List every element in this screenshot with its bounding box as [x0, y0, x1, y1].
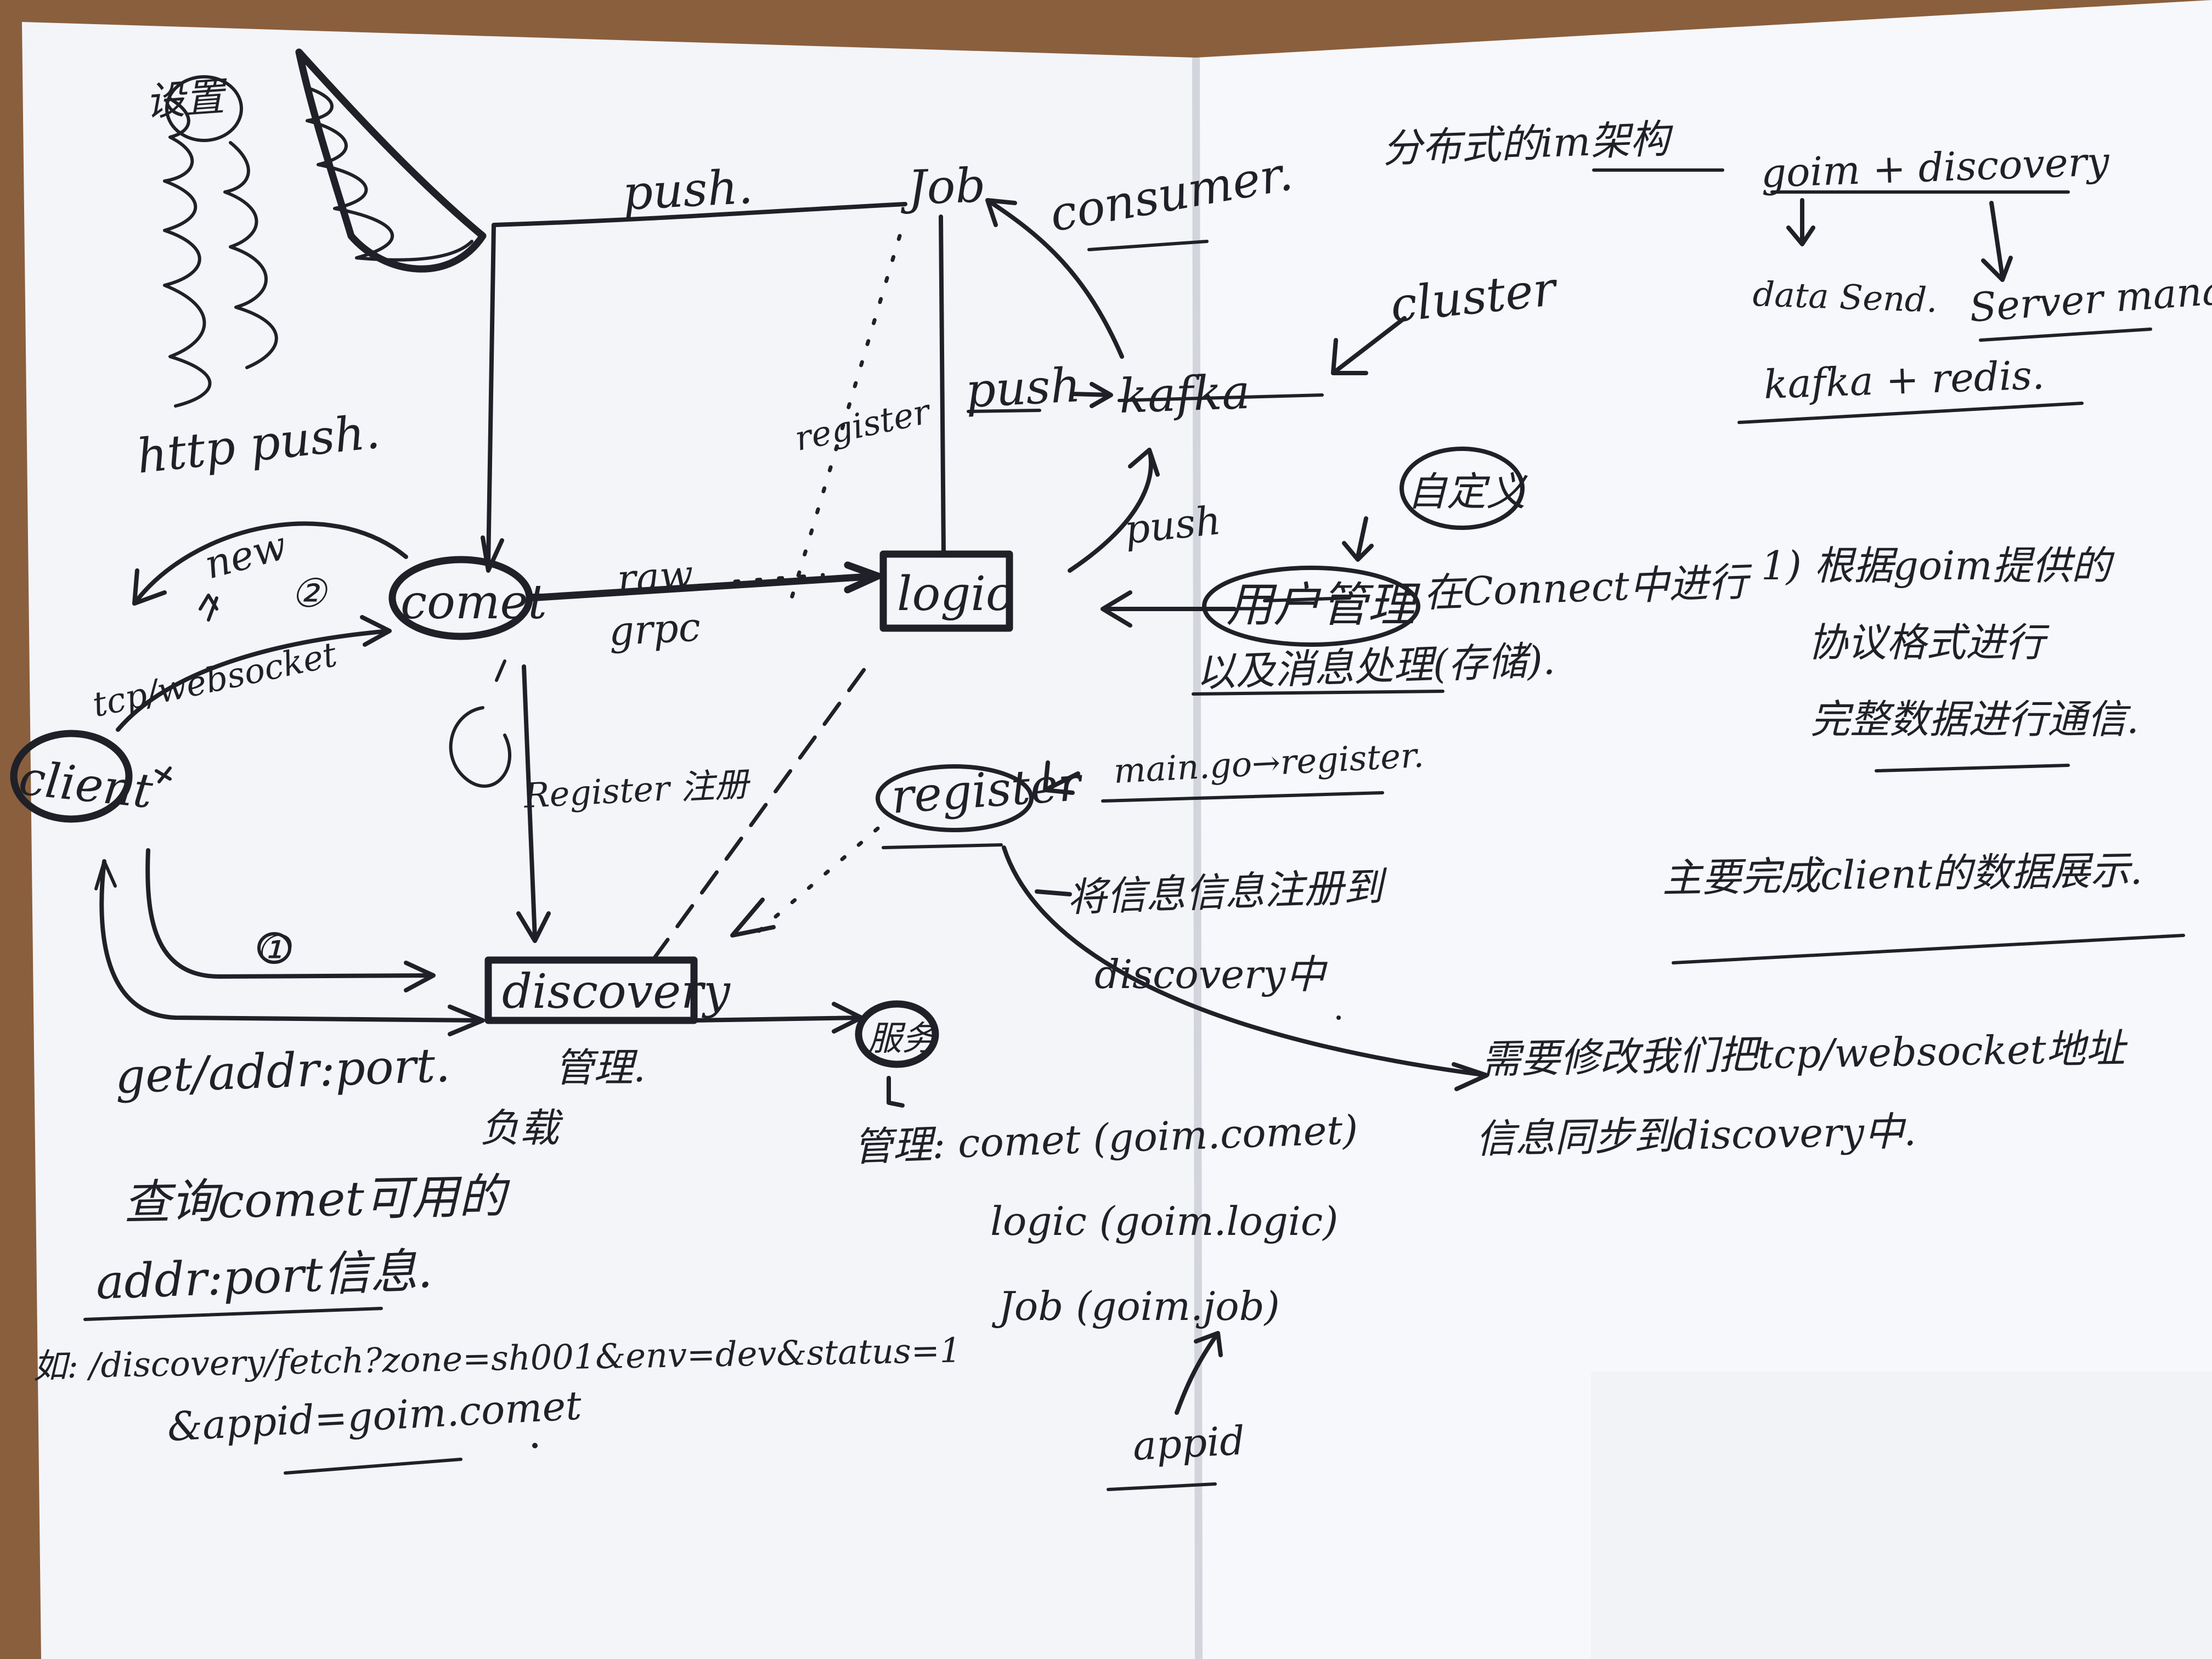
register-node-label: register	[889, 757, 1082, 825]
paper-left-page	[22, 22, 1199, 1659]
mgmt-job-label: Job (goim.job)	[998, 1283, 1280, 1329]
discovery-logic-dashed	[651, 656, 874, 962]
comet-discovery-line	[516, 664, 551, 943]
tcp-arrow	[116, 615, 392, 732]
data-send-label: data Send.	[1752, 274, 1938, 320]
mgmt-logic-label: logic (goim.logic)	[990, 1198, 1339, 1244]
register-circle	[876, 764, 1034, 832]
register-info-label-2: discovery中	[1094, 951, 1325, 997]
settings-label: 设置	[144, 74, 226, 125]
manage-label: 管理.	[554, 1045, 646, 1091]
discovery-label: discovery	[502, 964, 730, 1019]
note-label-1: 1) 根据goim提供的	[1761, 543, 2111, 589]
title-label: 分布式的im架构	[1381, 115, 1671, 172]
comet-to-logic-arrow	[526, 561, 882, 602]
get-addr-port-label: get/addr:port.	[114, 1037, 452, 1104]
job-logic-line	[939, 215, 946, 556]
user-mgmt-circle	[1202, 566, 1420, 647]
client-discovery-arrow-1	[145, 848, 436, 992]
register-dotted-line	[788, 234, 902, 606]
client-discovery-arrow-2	[99, 859, 485, 1036]
appid-arrow	[1175, 1331, 1223, 1415]
circle-1-label: ①	[255, 927, 291, 973]
register-sync-curve	[1002, 845, 1489, 1091]
query-comet-label-2: addr:port信息.	[95, 1243, 433, 1310]
grpc-label: grpc	[607, 603, 702, 654]
goim-discovery-label: goim + discovery	[1760, 138, 2111, 196]
comet-label: comet	[400, 575, 547, 630]
spiral-doodle	[163, 48, 487, 408]
paper-right-page	[1196, 0, 2212, 1659]
need-modify-label-1: 需要修改我们把tcp/websocket地址	[1481, 1025, 2126, 1082]
main-task-label: 主要完成client的数据展示.	[1662, 847, 2143, 901]
service-circle	[855, 1000, 939, 1068]
note-label-3: 完整数据进行通信.	[1810, 696, 2139, 742]
load-label: 负载	[480, 1105, 560, 1151]
push-logic-kafka-curve	[1068, 448, 1160, 573]
need-modify-label-2: 信息同步到discovery中.	[1475, 1108, 1917, 1162]
paper-fold	[1192, 57, 1203, 1659]
custom-label: 自定义	[1407, 469, 1526, 515]
new-arrow	[132, 521, 408, 606]
job-label: Job	[907, 158, 986, 216]
appid-label: appid	[1131, 1417, 1246, 1469]
paper-shadow	[1591, 1372, 2212, 1659]
push-mid-label: push	[1122, 496, 1223, 553]
client-label: client	[16, 751, 155, 820]
cluster-arrow	[1331, 316, 1407, 375]
custom-circle	[1400, 447, 1525, 530]
msg-processing-label: 以及消息处理(存储).	[1195, 637, 1556, 696]
push-kafka-arrow	[1070, 382, 1113, 408]
comet-arrow-down	[481, 535, 504, 573]
register-discovery-dotted	[755, 826, 880, 935]
kafka-redis-label: kafka + redis.	[1763, 352, 2045, 408]
push-line-to-job	[486, 202, 907, 567]
push-top-label: push.	[621, 159, 754, 221]
consumer-curve	[985, 198, 1124, 359]
push-kafka-label: push	[964, 358, 1082, 419]
logic-box	[879, 550, 1013, 632]
register-info-label-1: 将信息信息注册到	[1066, 863, 1384, 921]
raw-label: raw	[616, 551, 695, 602]
in-connect-label: 在Connect中进行	[1423, 558, 1749, 616]
user-mgmt-label: 用户管理	[1226, 578, 1415, 633]
kafka-label: kafka	[1118, 364, 1251, 424]
discovery-box	[484, 956, 698, 1024]
query-comet-label-1: 查询comet可用的	[123, 1169, 506, 1231]
logic-label: logic	[897, 567, 1013, 622]
service-label: 服务	[868, 1018, 936, 1058]
circle-2-label: ②	[291, 570, 326, 616]
note-label-2: 协议格式进行	[1808, 619, 2045, 665]
client-circle	[10, 730, 133, 823]
